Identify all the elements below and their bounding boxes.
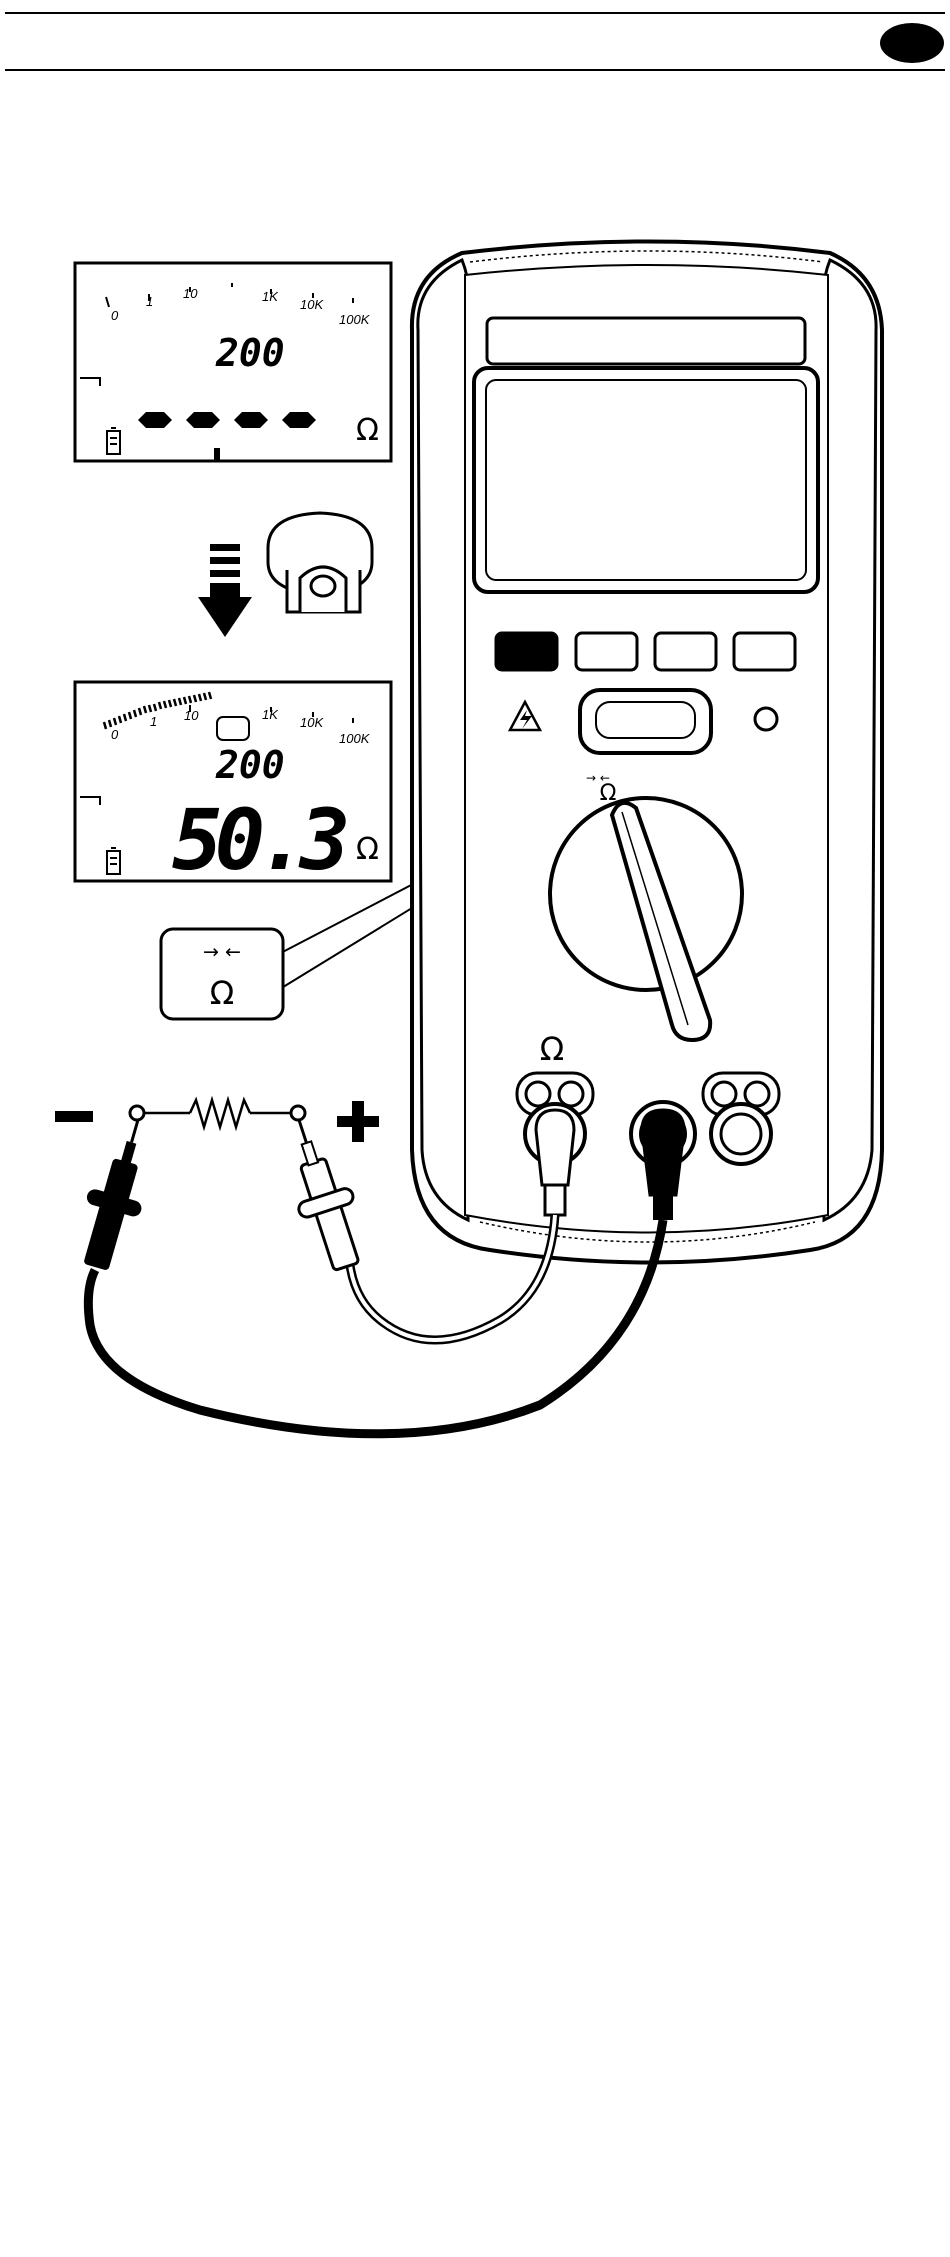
- black-test-probe: [69, 1108, 166, 1275]
- lcd-after-unit: Ω: [356, 832, 379, 867]
- lcd-after-scale-0: 0: [111, 727, 119, 742]
- lcd-before-main-reading: - - - -: [0, 0, 3, 1]
- right-terminal[interactable]: [703, 1073, 779, 1164]
- rotary-knob-illustration: [268, 513, 372, 612]
- minus-sign-icon: [55, 1111, 93, 1122]
- lcd-before-scale-10k: 10K: [300, 297, 324, 312]
- function-button-3[interactable]: [655, 633, 716, 670]
- indicator-light: [755, 708, 777, 730]
- lcd-after-scale-10: 10: [184, 708, 199, 723]
- function-button-2[interactable]: [576, 633, 637, 670]
- lcd-before-scale-1k: 1K: [262, 289, 279, 304]
- lcd-before-scale-0: 0: [111, 308, 119, 323]
- resistor-symbol: [190, 1100, 250, 1127]
- meter-display-top: [487, 318, 805, 364]
- arrow-down-icon: [198, 544, 252, 637]
- lcd-after-scale-1k: 1K: [262, 707, 279, 722]
- lcd-before-scale-1: 1: [146, 294, 153, 309]
- plus-sign-icon: [337, 1101, 379, 1142]
- function-button-4[interactable]: [734, 633, 795, 670]
- resistor-circuit: [130, 1100, 305, 1127]
- function-button-1[interactable]: [496, 633, 557, 670]
- lcd-after-scale-1: 1: [150, 714, 157, 729]
- lcd-after-main-reading: 50.3: [172, 791, 346, 889]
- terminal-node-negative: [130, 1106, 144, 1120]
- terminal-ohm-label: Ω: [540, 1030, 564, 1068]
- circuit-negative-label: −: [0, 0, 1, 1]
- lcd-before-scale-10: 10: [183, 286, 198, 301]
- lcd-after-range-value: 200: [215, 743, 285, 787]
- lcd-before-indicator-mark: [214, 448, 220, 461]
- lcd-after-scale-10k: 10K: [300, 715, 324, 730]
- lcd-before-unit: Ω: [356, 413, 379, 448]
- warning-symbol-label: ⚡: [0, 0, 2, 1]
- circuit-positive-label: +: [0, 0, 1, 1]
- multimeter: → ← Ω Ω: [412, 242, 882, 1263]
- page-badge: [880, 23, 944, 63]
- lcd-before-range-value: 200: [215, 331, 285, 375]
- callout-arrows: → ←: [203, 941, 241, 963]
- lcd-before-scale-100k: 100K: [339, 312, 371, 327]
- lcd-after-scale-100k: 100K: [339, 731, 371, 746]
- lcd-after: 0 1 10 1K 10K 100K 200 50.3 Ω: [75, 682, 391, 889]
- terminal-node-positive: [291, 1106, 305, 1120]
- callout-symbol: Ω: [210, 974, 234, 1012]
